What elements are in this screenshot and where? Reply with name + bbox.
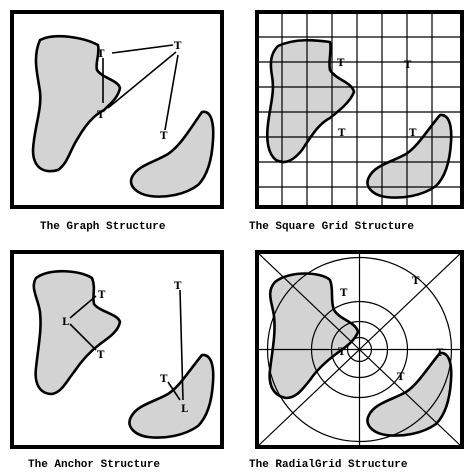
graph-region-left bbox=[31, 34, 122, 173]
graph-region-right bbox=[129, 110, 215, 198]
anchor-label: T bbox=[174, 281, 182, 292]
square-grid-region-left bbox=[265, 38, 356, 164]
square-grid-label: T bbox=[409, 128, 417, 139]
anchor-edge bbox=[69, 295, 97, 319]
anchor-edge bbox=[167, 381, 181, 401]
square-grid-lines bbox=[257, 12, 462, 207]
graph-node-label: T bbox=[97, 110, 105, 121]
radial-grid-region-right bbox=[366, 351, 453, 437]
radial-grid-label: T bbox=[397, 372, 405, 383]
square-grid-diagram: T T T T bbox=[255, 10, 464, 209]
anchor-structure-diagram: T L T T T L bbox=[10, 250, 224, 449]
square-grid-region-right bbox=[366, 113, 453, 199]
radial-grid-caption: The RadialGrid Structure bbox=[249, 459, 408, 471]
anchor-edge bbox=[69, 323, 97, 351]
graph-node-label: T bbox=[160, 131, 168, 142]
anchor-label: T bbox=[98, 290, 106, 301]
anchor-label: T bbox=[160, 374, 168, 385]
graph-structure-caption: The Graph Structure bbox=[40, 221, 166, 233]
anchor-region-left bbox=[32, 269, 122, 396]
graph-edge bbox=[111, 44, 174, 54]
graph-edge bbox=[107, 51, 177, 109]
square-grid-caption: The Square Grid Structure bbox=[249, 221, 415, 233]
graph-edge bbox=[164, 54, 179, 131]
square-grid-label: T bbox=[404, 60, 412, 71]
anchor-label: L bbox=[62, 317, 69, 328]
square-grid-label: T bbox=[337, 58, 345, 69]
graph-node-label: T bbox=[97, 49, 105, 60]
radial-grid-diagram: T T T T T bbox=[255, 250, 464, 449]
anchor-region-right bbox=[128, 353, 215, 439]
radial-grid-lines bbox=[256, 251, 463, 448]
radial-grid-label: T bbox=[340, 288, 348, 299]
radial-grid-label: T bbox=[412, 276, 420, 287]
anchor-structure-caption: The Anchor Structure bbox=[28, 459, 161, 471]
radial-grid-label: T bbox=[338, 347, 346, 358]
graph-structure-diagram: T T T T bbox=[10, 10, 224, 209]
anchor-label: L bbox=[181, 404, 188, 415]
anchor-label: T bbox=[97, 350, 105, 361]
anchor-edge bbox=[179, 289, 184, 401]
square-grid-label: T bbox=[338, 128, 346, 139]
radial-grid-label: T bbox=[436, 348, 444, 359]
graph-node-label: T bbox=[174, 41, 182, 52]
